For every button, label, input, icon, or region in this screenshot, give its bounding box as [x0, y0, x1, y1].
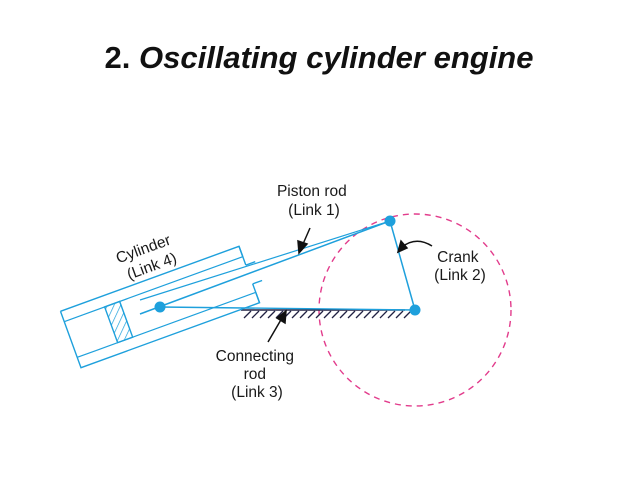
- ground-hatch-tick: [403, 310, 412, 319]
- ground-hatch-tick: [315, 310, 324, 319]
- ground-hatch-tick: [251, 310, 260, 319]
- ground-hatch-tick: [355, 310, 364, 319]
- ground-hatch-tick: [347, 310, 356, 319]
- ground-hatch-tick: [371, 310, 380, 319]
- ground-hatch-tick: [307, 310, 316, 319]
- title-text: Oscillating cylinder engine: [138, 40, 534, 75]
- ground-hatch-tick: [267, 310, 276, 319]
- ground-hatch-tick: [323, 310, 332, 319]
- piston-rod-link-1: [139, 220, 391, 315]
- ground-hatch-tick: [331, 310, 340, 319]
- ground-hatch-tick: [339, 310, 348, 319]
- title-number: 2.: [104, 40, 131, 75]
- piston-rod-edge: [139, 220, 391, 301]
- ground-hatch-tick: [379, 310, 388, 319]
- ground-hatch-tick: [363, 310, 372, 319]
- cylinder-pivot-joint: [154, 301, 166, 313]
- leader-arrows: [267, 227, 433, 343]
- crank-center-joint: [409, 304, 421, 316]
- ground-hatching: [241, 309, 412, 319]
- crank-link-2: [389, 220, 416, 311]
- ground-hatch-tick: [387, 310, 396, 319]
- ground-hatch-tick: [299, 310, 308, 319]
- ground-hatch-tick: [291, 310, 300, 319]
- label-crank: Crank (Link 2): [434, 249, 486, 284]
- crank-pin-joint: [384, 215, 396, 227]
- cylinder-link-4: [59, 245, 263, 369]
- ground-hatch-tick: [243, 310, 252, 319]
- ground-hatch-tick: [275, 310, 284, 319]
- ground-hatch-tick: [395, 310, 404, 319]
- connecting-rod-link-3: [159, 306, 416, 311]
- label-cylinder: Cylinder (Link 4): [114, 230, 184, 285]
- slide-title: 2. Oscillating cylinder engine: [0, 40, 638, 76]
- label-connecting-rod: Connecting rod (Link 3): [216, 348, 299, 401]
- label-piston-rod: Piston rod (Link 1): [277, 183, 351, 219]
- piston: [103, 300, 134, 344]
- ground-hatch-tick: [259, 310, 268, 319]
